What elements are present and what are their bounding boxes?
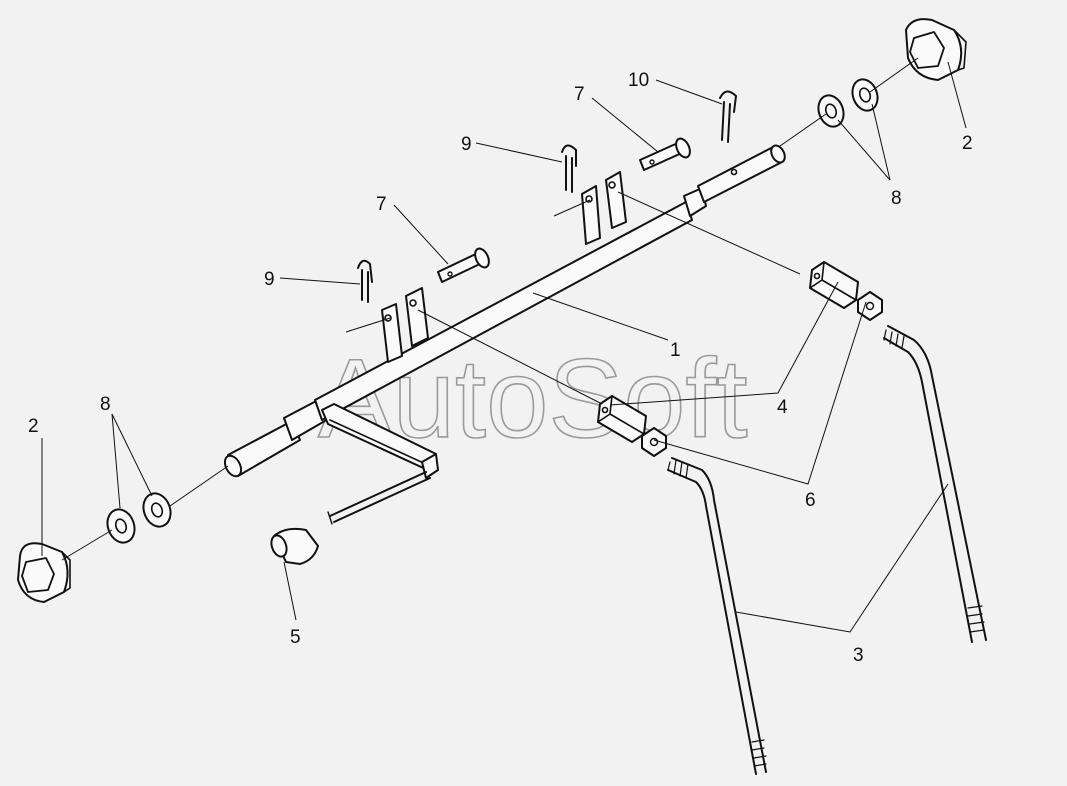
callout-8-left: 8 bbox=[100, 394, 111, 415]
block-left bbox=[597, 395, 647, 443]
callout-9-left: 9 bbox=[264, 269, 275, 290]
callout-5: 5 bbox=[290, 627, 301, 648]
pin-7-left bbox=[437, 247, 490, 283]
callout-2-right: 2 bbox=[962, 133, 973, 154]
leader-lines bbox=[41, 57, 967, 633]
end-cap-left bbox=[17, 542, 71, 603]
knob bbox=[270, 527, 319, 565]
rod-left bbox=[667, 457, 767, 775]
pin-7-right bbox=[639, 137, 691, 171]
callout-4: 4 bbox=[777, 397, 788, 418]
callout-3: 3 bbox=[853, 645, 864, 666]
callout-8-right: 8 bbox=[891, 188, 902, 209]
nut-right bbox=[857, 291, 883, 321]
block-right bbox=[809, 261, 859, 309]
nut-left bbox=[641, 427, 667, 457]
lever-bracket bbox=[321, 403, 439, 525]
callout-6: 6 bbox=[805, 490, 816, 511]
cotter-pin-9-left bbox=[357, 259, 373, 303]
clevis-bracket-right bbox=[581, 171, 627, 245]
callout-10: 10 bbox=[628, 70, 649, 91]
end-cap-right bbox=[905, 18, 967, 81]
callout-7-right: 7 bbox=[574, 84, 585, 105]
callout-2-left: 2 bbox=[28, 416, 39, 437]
washers-left bbox=[106, 492, 172, 544]
callout-7-left: 7 bbox=[376, 194, 387, 215]
callout-1: 1 bbox=[670, 340, 681, 361]
cotter-pin-10 bbox=[719, 90, 737, 143]
rod-right bbox=[883, 325, 987, 643]
washers-right bbox=[817, 78, 879, 128]
callout-9-right: 9 bbox=[461, 134, 472, 155]
cotter-pin-9-right bbox=[561, 144, 577, 193]
main-shaft bbox=[223, 144, 786, 478]
